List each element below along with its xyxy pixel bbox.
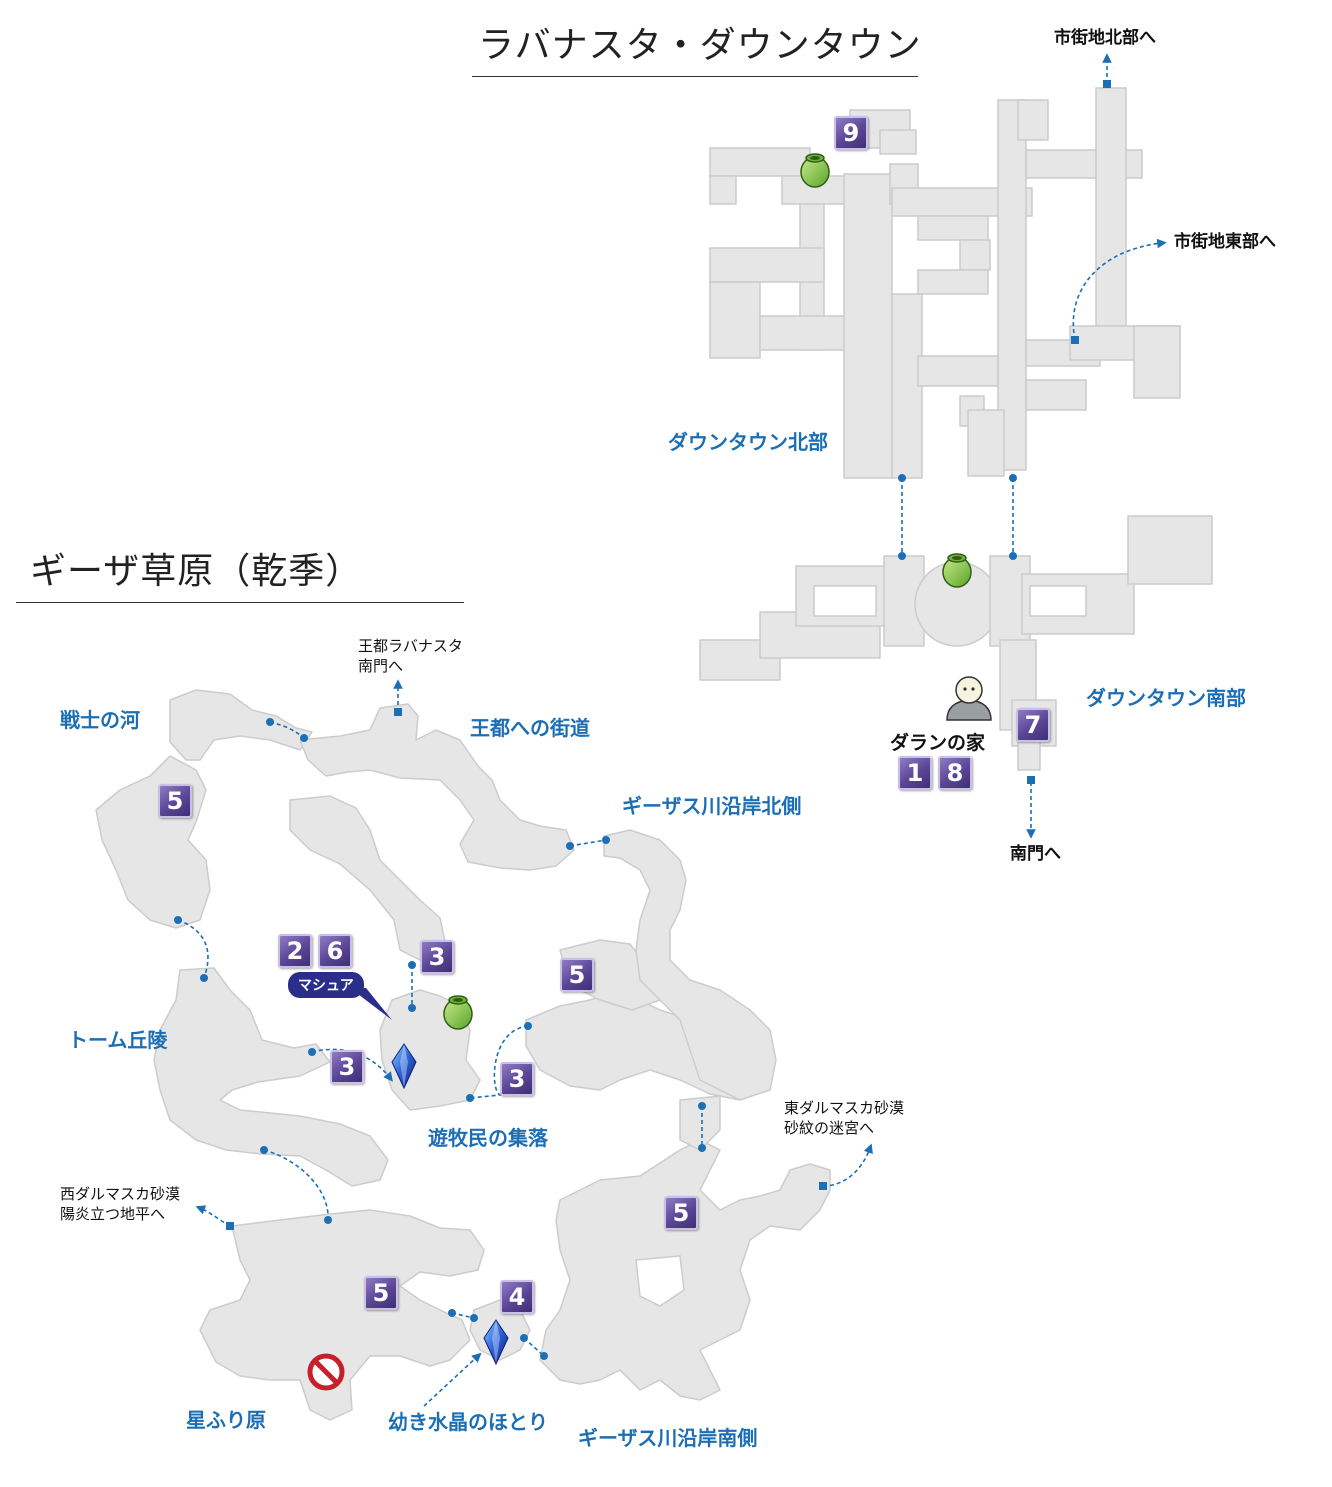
quest-badge[interactable]: 5 — [560, 958, 594, 992]
exit-label-line: 東ダルマスカ砂漠 — [784, 1099, 905, 1117]
treasure-pot-icon[interactable] — [800, 153, 830, 188]
area-label-starfall: 星ふり原 — [186, 1408, 266, 1432]
giza-plains-holes — [635, 1255, 685, 1307]
area-label-river-of-warriors: 戦士の河 — [60, 708, 140, 732]
quest-badge[interactable]: 5 — [364, 1276, 398, 1310]
npc-tag-mashua[interactable]: マシュア — [288, 972, 364, 998]
quest-badge[interactable]: 1 — [898, 756, 932, 790]
quest-badge[interactable]: 5 — [158, 784, 192, 818]
npc-tag-pointer — [350, 988, 392, 1020]
giza-route-dots — [174, 708, 827, 1360]
area-label-highway: 王都への街道 — [470, 716, 590, 740]
area-label-tomb-hills: トーム丘陵 — [68, 1028, 168, 1052]
quest-badge[interactable]: 4 — [500, 1280, 534, 1314]
save-crystal-icon[interactable] — [391, 1043, 417, 1090]
area-label-south-bank: ギーザス川沿岸南側 — [578, 1426, 758, 1450]
downtown-title-rule — [472, 76, 918, 77]
quest-badge[interactable]: 2 — [278, 934, 312, 968]
exit-label-line: 西ダルマスカ砂漠 — [60, 1185, 181, 1203]
exit-label-west-desert[interactable]: 西ダルマスカ砂漠 陽炎立つ地平へ — [60, 1184, 180, 1224]
exit-label-line: 王都ラバナスタ — [358, 637, 463, 655]
npc-icon[interactable] — [946, 676, 992, 721]
treasure-pot-icon[interactable] — [942, 553, 972, 588]
exit-label-east-desert[interactable]: 東ダルマスカ砂漠 砂紋の迷宮へ — [784, 1098, 904, 1138]
exit-label-line: 砂紋の迷宮へ — [784, 1119, 875, 1137]
area-label-north-bank: ギーザス川沿岸北側 — [622, 794, 802, 818]
no-entry-icon — [307, 1353, 345, 1391]
quest-badge[interactable]: 5 — [664, 1196, 698, 1230]
area-label-downtown-south: ダウンタウン南部 — [1086, 686, 1246, 710]
giza-plains-floor — [95, 689, 831, 1421]
exit-label-city-north[interactable]: 市街地北部へ — [1054, 28, 1156, 48]
giza-title: ギーザ草原（乾季） — [30, 551, 363, 592]
exit-label-city-east[interactable]: 市街地東部へ — [1174, 232, 1276, 252]
giza-title-rule — [16, 602, 464, 603]
area-label-nomad-village: 遊牧民の集落 — [428, 1126, 548, 1150]
quest-badge[interactable]: 8 — [938, 756, 972, 790]
quest-badge[interactable]: 3 — [500, 1062, 534, 1096]
quest-badge[interactable]: 3 — [420, 940, 454, 974]
exit-label-rabanastre[interactable]: 王都ラバナスタ 南門へ — [358, 636, 463, 676]
area-label-downtown-north: ダウンタウン北部 — [668, 430, 828, 454]
quest-badge[interactable]: 6 — [318, 934, 352, 968]
downtown-routes — [901, 53, 1167, 839]
quest-badge[interactable]: 9 — [834, 116, 868, 150]
downtown-title: ラバナスタ・ダウンタウン — [478, 25, 922, 66]
exit-label-line: 陽炎立つ地平へ — [60, 1205, 166, 1223]
house-label-dalan: ダランの家 — [890, 732, 986, 754]
save-crystal-icon[interactable] — [483, 1319, 509, 1366]
downtown-route-dots — [898, 80, 1111, 784]
exit-label-south-gate[interactable]: 南門へ — [1010, 844, 1061, 864]
treasure-pot-icon[interactable] — [443, 995, 473, 1030]
quest-badge[interactable]: 3 — [330, 1050, 364, 1084]
quest-badge[interactable]: 7 — [1016, 708, 1050, 742]
exit-label-line: 南門へ — [358, 657, 404, 675]
downtown-north-floor — [709, 87, 1181, 479]
area-label-crystal-shore: 幼き水晶のほとり — [388, 1410, 548, 1434]
downtown-south-courtyards — [813, 585, 1087, 617]
